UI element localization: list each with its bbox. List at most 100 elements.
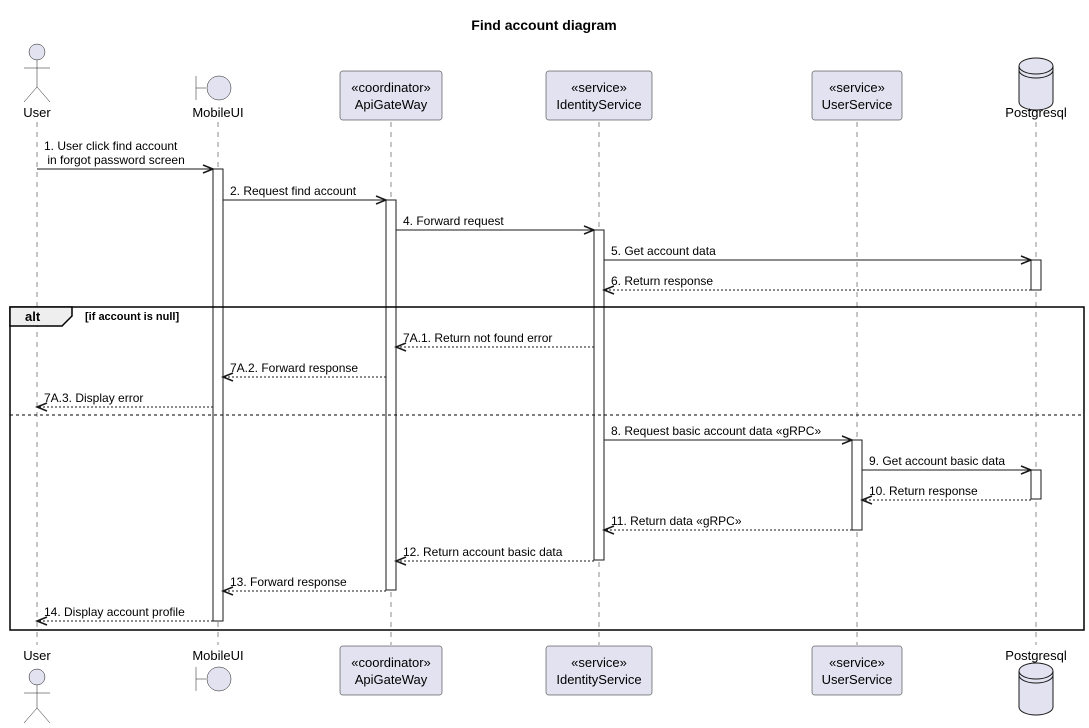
diagram-title: Find account diagram bbox=[471, 17, 616, 33]
message-arrowhead bbox=[583, 225, 597, 235]
participant-stereotype: «service» bbox=[829, 80, 885, 95]
alt-frame bbox=[9, 306, 1085, 631]
message-15: 14. Display account profile bbox=[34, 605, 213, 626]
database-rim bbox=[1018, 674, 1054, 684]
message-7: 7A.2. Forward response bbox=[220, 361, 386, 382]
activation-bar-postgres bbox=[1030, 259, 1042, 291]
participant-label: Postgresql bbox=[1005, 105, 1067, 120]
actor-head bbox=[28, 668, 46, 686]
participant-box bbox=[811, 70, 903, 121]
message-14: 13. Forward response bbox=[220, 575, 386, 596]
message-arrowhead bbox=[859, 495, 873, 505]
participant-label: IdentityService bbox=[556, 97, 641, 112]
participant-mobileui-bottom: MobileUI bbox=[192, 648, 244, 692]
participant-user-bottom: User bbox=[23, 648, 51, 724]
message-label: 8. Request basic account data «gRPC» bbox=[611, 424, 821, 438]
participant-postgres-top: Postgresql bbox=[1005, 57, 1067, 120]
participant-user-top: User bbox=[23, 43, 51, 120]
database-top-rim bbox=[1018, 65, 1054, 75]
database-body bbox=[1018, 57, 1054, 111]
message-label: 7A.3. Display error bbox=[44, 391, 143, 405]
message-arrowhead bbox=[393, 556, 407, 566]
message-12: 11. Return data «gRPC» bbox=[601, 514, 852, 535]
message-arrowhead bbox=[34, 616, 48, 626]
message-11: 10. Return response bbox=[859, 484, 1031, 505]
participant-apigw-bottom: «coordinator» ApiGateWay bbox=[339, 645, 443, 696]
message-label: in forgot password screen bbox=[44, 153, 185, 167]
messages: 1. User click find account in forgot pas… bbox=[34, 139, 1034, 626]
participant-box bbox=[811, 645, 903, 696]
message-arrowhead bbox=[202, 164, 216, 174]
message-arrowhead bbox=[1020, 465, 1034, 475]
message-label: 7A.1. Return not found error bbox=[403, 331, 552, 345]
actor-head bbox=[28, 43, 46, 61]
message-10: 9. Get account basic data bbox=[862, 454, 1034, 475]
message-13: 12. Return account basic data bbox=[393, 545, 594, 566]
participant-label: ApiGateWay bbox=[355, 97, 428, 112]
alt-operator-label: alt bbox=[25, 309, 41, 324]
participant-heads: UserUserMobileUIMobileUI«coordinator»Api… bbox=[23, 43, 1067, 724]
database-cylinder-icon bbox=[1018, 57, 1054, 111]
participant-stereotype: «service» bbox=[571, 655, 627, 670]
participant-box bbox=[545, 645, 653, 696]
participant-identity-bottom: «service» IdentityService bbox=[545, 645, 653, 696]
participant-label: Postgresql bbox=[1005, 648, 1067, 663]
message-arrowhead bbox=[601, 525, 615, 535]
participant-label: UserService bbox=[822, 97, 893, 112]
participant-label: UserService bbox=[822, 672, 893, 687]
message-9: 8. Request basic account data «gRPC» bbox=[604, 424, 855, 445]
activation-bar-apigw bbox=[385, 199, 397, 591]
participant-label: User bbox=[23, 105, 51, 120]
activation-bar-identity bbox=[593, 229, 605, 561]
participant-stereotype: «coordinator» bbox=[351, 655, 431, 670]
participant-label: ApiGateWay bbox=[355, 672, 428, 687]
participant-usersvc-top: «service» UserService bbox=[811, 70, 903, 121]
participant-postgres-bottom: Postgresql bbox=[1005, 648, 1067, 716]
message-label: 9. Get account basic data bbox=[869, 454, 1005, 468]
boundary-icon bbox=[195, 666, 232, 692]
message-label: 6. Return response bbox=[611, 274, 713, 288]
participant-label: MobileUI bbox=[192, 648, 243, 663]
message-3: 4. Forward request bbox=[396, 214, 597, 235]
actor-body bbox=[23, 685, 51, 724]
boundary-circle bbox=[206, 75, 232, 101]
message-8: 7A.3. Display error bbox=[34, 391, 213, 412]
actor-stick-figure-icon bbox=[23, 668, 51, 724]
message-5: 6. Return response bbox=[601, 274, 1031, 295]
database-top-rim bbox=[1018, 670, 1054, 680]
lifelines bbox=[36, 122, 1037, 645]
participant-stereotype: «service» bbox=[571, 80, 627, 95]
message-arrowhead bbox=[393, 342, 407, 352]
message-label: 10. Return response bbox=[869, 484, 978, 498]
message-arrowhead bbox=[841, 435, 855, 445]
actor-body bbox=[23, 60, 51, 103]
boundary-icon bbox=[195, 75, 232, 101]
message-label: 12. Return account basic data bbox=[403, 545, 563, 559]
participant-label: User bbox=[23, 648, 51, 663]
message-2: 2. Request find account bbox=[223, 184, 389, 205]
message-arrowhead bbox=[601, 285, 615, 295]
activation-bar-usersvc bbox=[851, 439, 863, 531]
message-arrowhead bbox=[375, 195, 389, 205]
participant-label: IdentityService bbox=[556, 672, 641, 687]
message-label: 7A.2. Forward response bbox=[230, 361, 358, 375]
message-label: 1. User click find account bbox=[44, 139, 178, 153]
participant-mobileui-top: MobileUI bbox=[192, 75, 244, 120]
activation-bar-mobileui bbox=[212, 168, 224, 622]
participant-stereotype: «coordinator» bbox=[351, 80, 431, 95]
database-rim bbox=[1018, 69, 1054, 79]
message-label: 13. Forward response bbox=[230, 575, 347, 589]
alt-guard-label: [if account is null] bbox=[85, 311, 179, 323]
message-4: 5. Get account data bbox=[604, 244, 1034, 265]
actor-stick-figure-icon bbox=[23, 43, 51, 103]
message-label: 14. Display account profile bbox=[44, 605, 185, 619]
message-arrowhead bbox=[34, 402, 48, 412]
boundary-circle bbox=[206, 666, 232, 692]
participant-apigw-top: «coordinator» ApiGateWay bbox=[339, 70, 443, 121]
participant-usersvc-bottom: «service»UserService bbox=[811, 645, 903, 696]
message-label: 4. Forward request bbox=[403, 214, 504, 228]
alt-fragment: alt [if account is null] bbox=[9, 306, 1085, 631]
database-body bbox=[1018, 662, 1054, 716]
message-label: 2. Request find account bbox=[230, 184, 357, 198]
